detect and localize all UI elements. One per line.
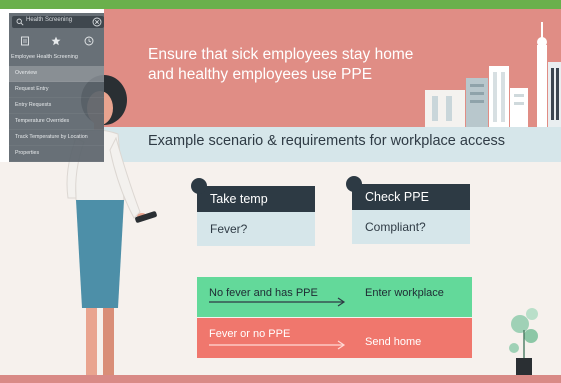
- deny-condition: Fever or no PPE: [209, 328, 291, 340]
- clear-circle-icon[interactable]: [92, 17, 102, 27]
- search-icon: [16, 18, 24, 26]
- deny-outcome-row: Fever or no PPE Send home: [197, 318, 472, 358]
- bottom-accent-bar: [0, 375, 561, 383]
- sidebar-item-properties[interactable]: Properties: [9, 146, 104, 162]
- take-temp-card: Take temp Fever?: [191, 178, 315, 246]
- star-icon[interactable]: [51, 36, 61, 46]
- card-notch: [346, 176, 362, 192]
- arrow-right-icon: [209, 297, 346, 307]
- sidebar-item-overview[interactable]: Overview: [9, 66, 104, 82]
- allow-outcome-row: No fever and has PPE Enter workplace: [197, 277, 472, 317]
- hero-title: Ensure that sick employees stay home and…: [148, 45, 448, 85]
- navigation-sidebar: Health Screening Employee Health Screeni…: [9, 13, 104, 162]
- top-accent-bar: [0, 0, 561, 9]
- deny-result: Send home: [365, 336, 422, 348]
- check-ppe-card: Check PPE Compliant?: [346, 176, 470, 244]
- search-input[interactable]: Health Screening: [12, 16, 104, 28]
- allow-result: Enter workplace: [365, 287, 444, 299]
- sidebar-item-request-entry[interactable]: Request Entry: [9, 82, 104, 98]
- arrow-right-icon: [209, 340, 346, 350]
- sidebar-item-temperature-overrides[interactable]: Temperature Overrides: [9, 114, 104, 130]
- card-question: Fever?: [197, 212, 315, 246]
- card-question: Compliant?: [352, 210, 470, 244]
- sidebar-nav: Overview Request Entry Entry Requests Te…: [9, 66, 104, 162]
- hero-title-line-2: and healthy employees use PPE: [148, 66, 373, 83]
- card-heading: Check PPE: [352, 184, 470, 210]
- plant-illustration: [509, 308, 538, 375]
- app-title: Employee Health Screening: [11, 54, 78, 60]
- city-skyline-illustration: [425, 22, 561, 127]
- card-heading: Take temp: [197, 186, 315, 212]
- hero-title-line-1: Ensure that sick employees stay home: [148, 46, 414, 63]
- sidebar-item-entry-requests[interactable]: Entry Requests: [9, 98, 104, 114]
- search-value: Health Screening: [26, 17, 73, 23]
- allow-condition: No fever and has PPE: [209, 287, 318, 299]
- sidebar-toolbar: [9, 36, 104, 50]
- clock-icon[interactable]: [84, 36, 94, 46]
- card-notch: [191, 178, 207, 194]
- sidebar-item-track-temperature[interactable]: Track Temperature by Location: [9, 130, 104, 146]
- document-icon[interactable]: [20, 36, 30, 46]
- scenario-title: Example scenario & requirements for work…: [148, 133, 506, 149]
- scenario-band: [104, 127, 561, 162]
